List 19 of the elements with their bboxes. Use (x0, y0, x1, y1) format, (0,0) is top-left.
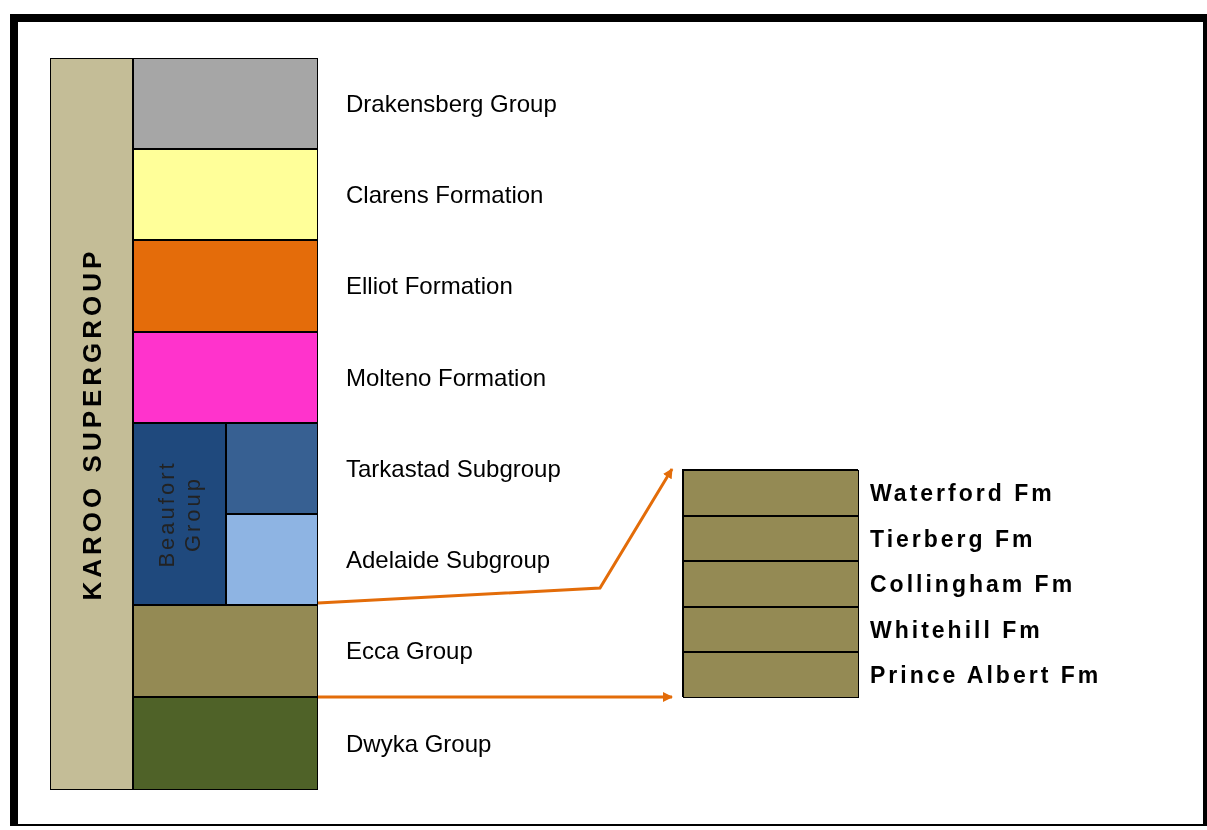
formation-name: Whitehill Fm (870, 616, 1043, 643)
unit-name: Elliot Formation (346, 272, 513, 300)
formation-name: Waterford Fm (870, 479, 1055, 507)
unit-name: Dwyka Group (346, 729, 492, 758)
group-band (133, 423, 226, 605)
formation-name: Prince Albert Fm (870, 661, 1102, 689)
unit-name: Molteno Formation (346, 363, 547, 392)
unit-name: Drakensberg Group (346, 89, 557, 118)
group-label: Beaufort Group (153, 459, 206, 570)
unit-name: Ecca Group (346, 637, 473, 665)
supergroup-band (50, 58, 133, 790)
unit-name: Adelaide Subgroup (346, 545, 551, 574)
formation-name: Collingham Fm (870, 570, 1076, 598)
arrow (318, 692, 673, 702)
formation-name: Tierberg Fm (870, 525, 1036, 552)
unit-name: Clarens Formation (346, 180, 544, 209)
unit-name: Tarkastad Subgroup (346, 454, 561, 483)
arrow (317, 468, 674, 605)
supergroup-label: KAROO SUPERGROUP (76, 247, 107, 601)
